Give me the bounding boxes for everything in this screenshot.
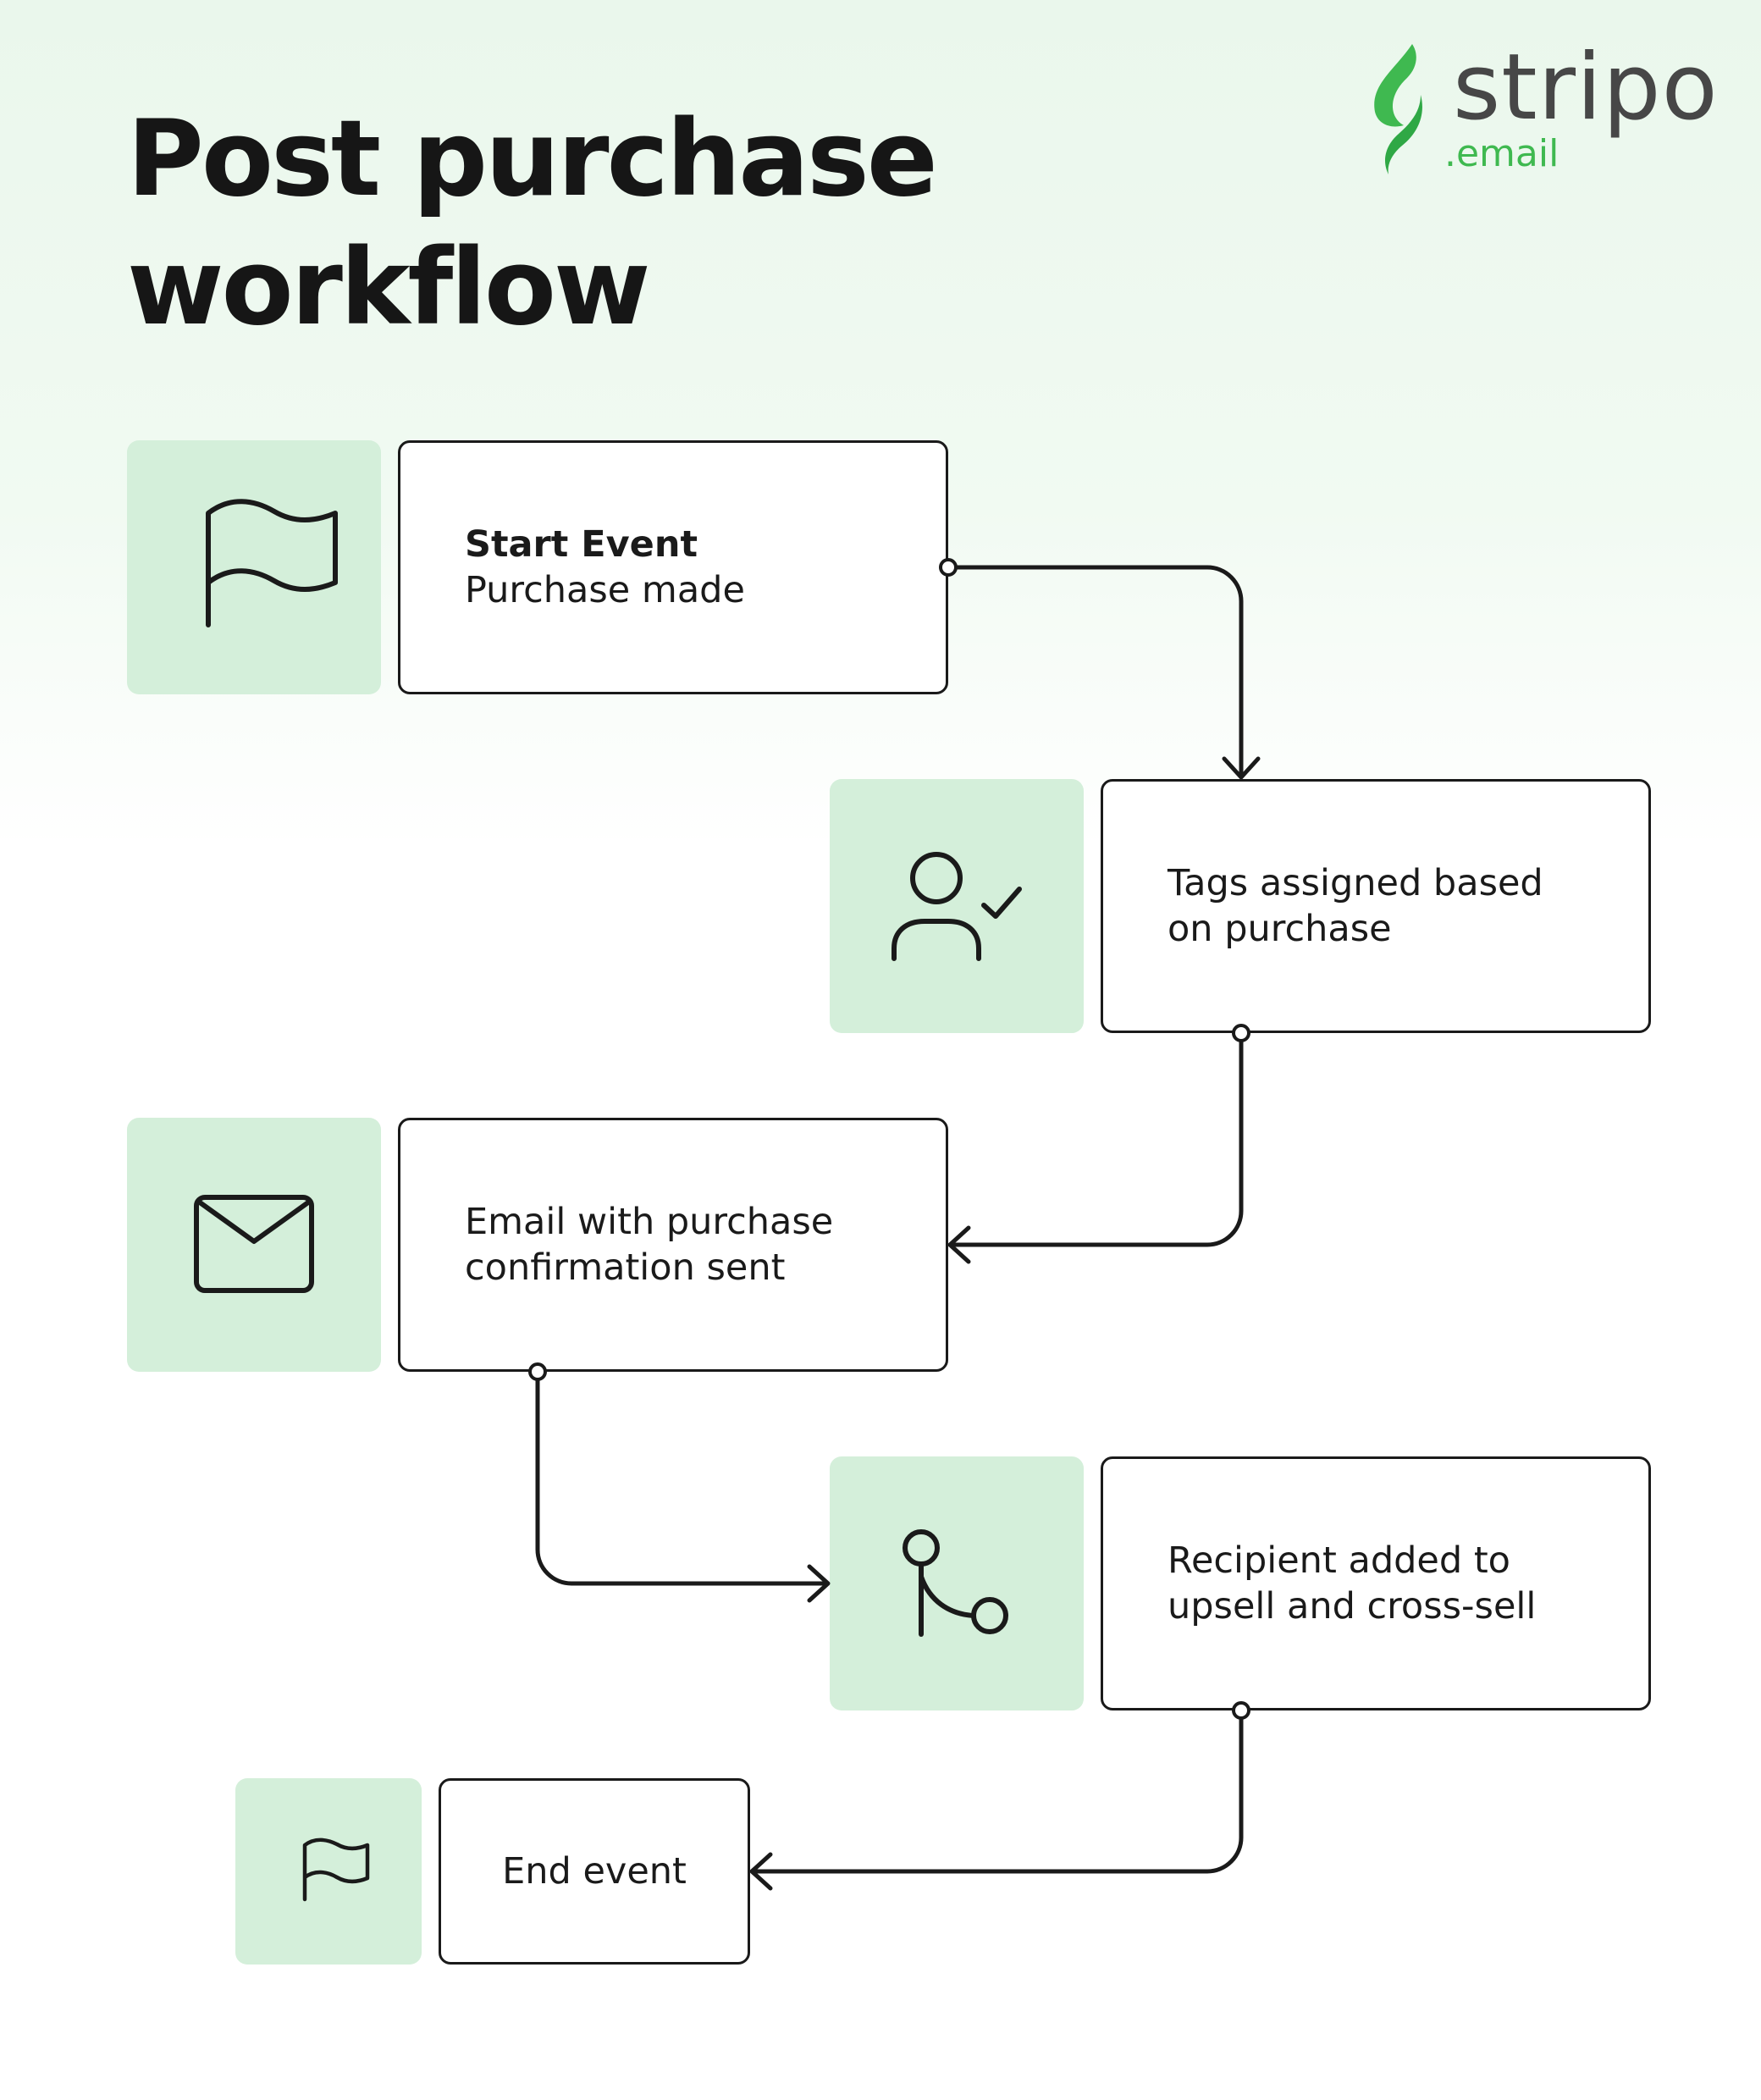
connector-email-to-upsell: [535, 1369, 829, 1586]
title-line-1: Post purchase: [127, 98, 938, 220]
envelope-icon: [194, 1195, 314, 1293]
email-sent-line-1: Email with purchase: [465, 1201, 834, 1243]
tags-icon-tile: [830, 779, 1084, 1033]
connector-start-to-tags: [946, 565, 1244, 778]
user-check-icon: [892, 852, 1022, 961]
recipient-added-line-2: upsell and cross-sell: [1168, 1585, 1537, 1628]
email-icon-tile: [127, 1118, 381, 1372]
email-sent-node: Email with purchase confirmation sent: [398, 1118, 948, 1372]
arrowhead-left-end: [749, 1852, 773, 1891]
end-event-icon-tile: [235, 1778, 422, 1965]
stripo-leaf-icon: [1374, 44, 1422, 174]
end-event-label: End event: [502, 1850, 687, 1893]
upsell-icon-tile: [830, 1456, 1084, 1710]
stripo-logo: stripo .email: [1370, 37, 1718, 180]
tags-assigned-node: Tags assigned based on purchase: [1101, 779, 1651, 1033]
tags-assigned-line-2: on purchase: [1168, 908, 1392, 950]
recipient-added-line-1: Recipient added to: [1168, 1539, 1510, 1582]
email-sent-line-2: confirmation sent: [465, 1246, 786, 1289]
end-event-node: End event: [439, 1778, 750, 1965]
start-event-node: Start Event Purchase made: [398, 440, 948, 694]
flag-icon: [206, 499, 338, 627]
logo-domain: .email: [1444, 132, 1560, 175]
arrowhead-left-email: [947, 1225, 971, 1264]
start-event-icon-tile: [127, 440, 381, 694]
page-title: Post purchase workflow: [127, 95, 938, 352]
title-line-2: workflow: [127, 227, 651, 349]
small-flag-icon: [302, 1838, 370, 1902]
tags-assigned-line-1: Tags assigned based: [1168, 862, 1543, 904]
start-event-title: Start Event: [465, 523, 698, 566]
connector-upsell-to-end: [751, 1708, 1244, 1874]
logo-wordmark: stripo: [1453, 35, 1719, 141]
recipient-added-node: Recipient added to upsell and cross-sell: [1101, 1456, 1651, 1710]
start-event-description: Purchase made: [465, 569, 745, 611]
branch-icon: [903, 1529, 1008, 1637]
connector-tags-to-email: [949, 1031, 1244, 1247]
arrowhead-down: [1222, 756, 1261, 780]
arrowhead-right: [807, 1564, 831, 1603]
